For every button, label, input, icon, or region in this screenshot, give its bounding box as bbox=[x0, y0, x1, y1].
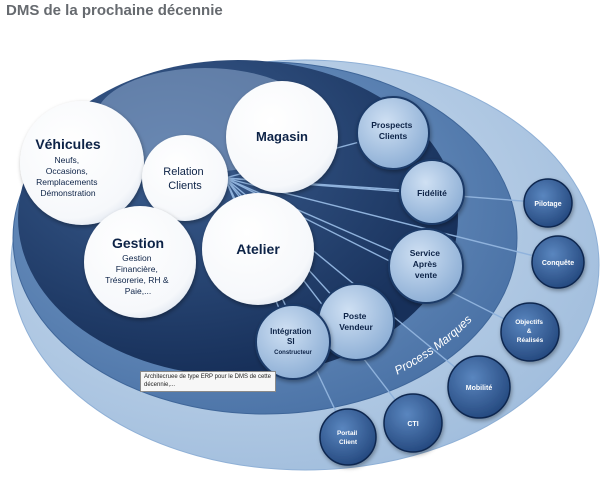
svg-text:Service Après: Service Après vente bbox=[410, 248, 443, 280]
prospects-line-2: Clients bbox=[379, 131, 408, 141]
module-cti[interactable]: CTI bbox=[383, 393, 443, 453]
core-vehicules[interactable]: Véhicules Neufs, Occasions, Remplacement… bbox=[20, 101, 144, 225]
svg-text:Intégration SI: Intégration SI Constructeur bbox=[270, 321, 316, 356]
vehicules-line-4: Démonstration bbox=[40, 188, 96, 198]
gestion-title: Gestion bbox=[112, 235, 164, 251]
service-line-2: Après bbox=[413, 259, 437, 269]
poste-line-1: Poste bbox=[343, 311, 366, 321]
svg-text:Portail Client: Portail Client bbox=[337, 430, 359, 446]
svg-text:Conquête: Conquête bbox=[542, 260, 574, 267]
module-integration[interactable]: Intégration SI Constructeur bbox=[255, 304, 331, 380]
svg-text:Fidélité: Fidélité bbox=[417, 188, 447, 198]
module-fidelite[interactable]: Fidélité bbox=[399, 159, 465, 225]
relation-line-1: Relation bbox=[163, 166, 203, 178]
module-mobilite[interactable]: Mobilité bbox=[447, 355, 511, 419]
module-service[interactable]: Service Après vente bbox=[388, 228, 464, 304]
vehicules-line-1: Neufs, bbox=[55, 155, 80, 165]
gestion-line-3: Trésorerie, RH & bbox=[105, 275, 169, 285]
conquete-label: Conquête bbox=[542, 260, 574, 267]
objectifs-line-1: Objectifs bbox=[515, 319, 543, 326]
core-atelier[interactable]: Atelier bbox=[202, 193, 314, 305]
svg-text:Atelier: Atelier bbox=[236, 241, 280, 257]
integration-line-3: Constructeur bbox=[274, 350, 312, 356]
svg-text:Gestion Financière,: Gestion Financière, Trésorerie, RH & Pai… bbox=[105, 253, 171, 296]
svg-text:Relation Clients: Relation Clients bbox=[163, 166, 206, 192]
integration-line-2: SI bbox=[287, 337, 295, 346]
svg-text:CTI: CTI bbox=[407, 421, 418, 428]
svg-text:Magasin: Magasin bbox=[256, 129, 308, 144]
service-line-1: Service bbox=[410, 248, 441, 258]
portail-line-1: Portail bbox=[337, 430, 357, 437]
svg-text:Objectifs & Ré: Objectifs & Réalisés bbox=[515, 319, 545, 344]
module-conquete[interactable]: Conquête bbox=[531, 235, 585, 289]
objectifs-line-2: & bbox=[527, 328, 532, 335]
vehicules-line-2: Occasions, bbox=[46, 166, 88, 176]
svg-text:Neufs, Occasions,: Neufs, Occasions, Remplacements Démonstr… bbox=[36, 155, 100, 198]
outer-modules: Pilotage Conquête Objectifs & Réalisés M… bbox=[319, 178, 585, 466]
svg-text:Mobilité: Mobilité bbox=[466, 385, 493, 392]
core-relation[interactable]: Relation Clients bbox=[142, 135, 228, 221]
prospects-line-1: Prospects bbox=[371, 120, 412, 130]
svg-text:Poste Vendeur: Poste Vendeur bbox=[339, 311, 373, 332]
svg-text:Prospects Clients: Prospects Clients bbox=[371, 120, 414, 141]
mobilite-label: Mobilité bbox=[466, 385, 493, 392]
integration-line-1: Intégration bbox=[270, 327, 311, 336]
magasin-title: Magasin bbox=[256, 129, 308, 144]
module-objectifs[interactable]: Objectifs & Réalisés bbox=[500, 302, 560, 362]
portail-line-2: Client bbox=[339, 439, 358, 446]
module-pilotage[interactable]: Pilotage bbox=[523, 178, 573, 228]
inner-modules: Prospects Clients Fidélité Service Après… bbox=[255, 96, 465, 380]
gestion-line-1: Gestion bbox=[122, 253, 152, 263]
gestion-line-4: Paie,... bbox=[125, 286, 151, 296]
svg-text:Véhicules: Véhicules bbox=[35, 136, 101, 152]
atelier-title: Atelier bbox=[236, 241, 280, 257]
vehicules-title: Véhicules bbox=[35, 136, 101, 152]
fidelite-label: Fidélité bbox=[417, 188, 447, 198]
service-line-3: vente bbox=[415, 270, 437, 280]
module-prospects[interactable]: Prospects Clients bbox=[356, 96, 430, 170]
core-modules: Véhicules Neufs, Occasions, Remplacement… bbox=[20, 81, 338, 318]
vehicules-line-3: Remplacements bbox=[36, 177, 97, 187]
core-magasin[interactable]: Magasin bbox=[226, 81, 338, 193]
tooltip: Architecruee de type ERP pour le DMS de … bbox=[140, 371, 276, 392]
page-title: DMS de la prochaine décennie bbox=[6, 2, 223, 19]
module-poste[interactable]: Poste Vendeur bbox=[317, 283, 395, 361]
cti-label: CTI bbox=[407, 421, 418, 428]
objectifs-line-3: Réalisés bbox=[517, 337, 544, 344]
svg-text:Gestion: Gestion bbox=[112, 235, 164, 251]
svg-text:Pilotage: Pilotage bbox=[534, 201, 561, 208]
core-gestion[interactable]: Gestion Gestion Financière, Trésorerie, … bbox=[84, 206, 196, 318]
poste-line-2: Vendeur bbox=[339, 322, 373, 332]
relation-line-2: Clients bbox=[168, 180, 202, 192]
pilotage-label: Pilotage bbox=[534, 201, 561, 208]
gestion-line-2: Financière, bbox=[116, 264, 158, 274]
module-portail[interactable]: Portail Client bbox=[319, 408, 377, 466]
